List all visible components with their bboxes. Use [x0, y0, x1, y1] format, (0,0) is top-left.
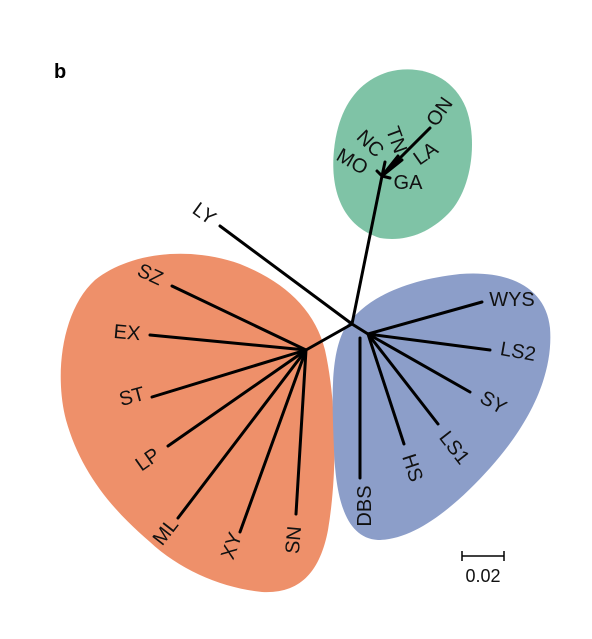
leaf-label-ga: GA	[394, 172, 424, 194]
panel-label: b	[54, 61, 66, 83]
branch-ls1	[366, 332, 440, 426]
branch-sz	[170, 284, 308, 352]
branch-root-ly	[218, 224, 354, 326]
branch-ex	[148, 333, 308, 352]
branch-sy	[366, 332, 472, 394]
tree-branches	[148, 126, 492, 534]
branch-sn	[294, 348, 308, 516]
branch-root-green	[350, 174, 384, 326]
branch-ls2	[366, 332, 492, 352]
leaf-label-ly: LY	[188, 198, 220, 229]
leaf-label-ex: EX	[113, 321, 142, 345]
scale-bar	[461, 551, 505, 561]
branch-wys	[366, 300, 484, 336]
branch-nc	[380, 160, 387, 178]
branch-ga	[380, 174, 392, 180]
leaf-label-sn: SN	[282, 525, 306, 555]
branch-hs	[366, 332, 406, 446]
orange-clade-region	[60, 253, 335, 593]
leaf-label-wys: WYS	[489, 289, 535, 311]
branch-root-orange	[304, 322, 354, 352]
blue-clade-region	[332, 273, 551, 540]
scale-bar-label: 0.02	[465, 566, 500, 586]
branch-ml	[176, 348, 308, 520]
leaf-label-dbs: DBS	[354, 485, 376, 526]
branch-root-blue	[350, 322, 370, 336]
branch-st	[150, 348, 308, 399]
branch-xy	[238, 348, 308, 534]
branch-la	[380, 158, 404, 178]
branch-lp	[166, 348, 308, 448]
